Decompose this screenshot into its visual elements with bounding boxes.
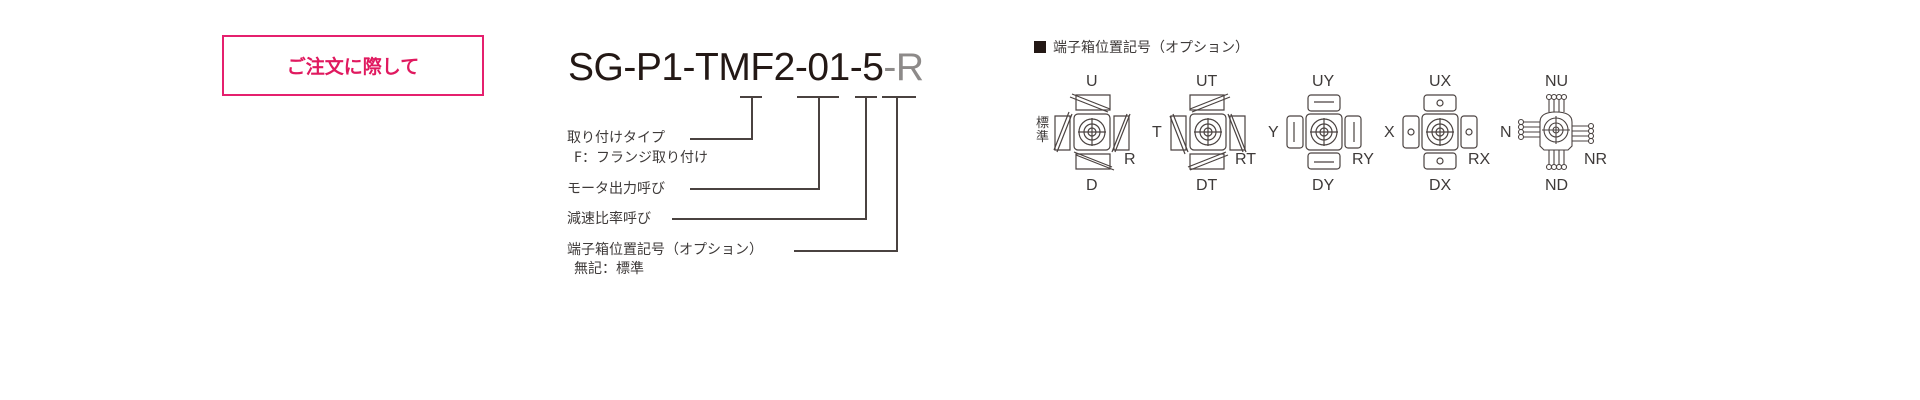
model-number: SG-P1-TMF2-01-5-R (568, 48, 924, 87)
legend-mount-type-note: F：フランジ取り付け (574, 150, 709, 166)
order-notes-button[interactable]: ご注文に際して (222, 35, 484, 96)
legend-mount-type: 取り付けタイプ (567, 130, 665, 146)
diagram-label-right: NR (1584, 151, 1608, 168)
bracket-terminal-box-top (882, 96, 916, 98)
model-number-main: SG-P1-TMF2-01-5 (568, 46, 884, 89)
diagram-label-top: NU (1545, 73, 1569, 90)
diagram-label-bottom: DY (1312, 177, 1335, 194)
gearbox-y-icon (1286, 94, 1362, 170)
legend-terminal-box: 端子箱位置記号（オプション） (567, 242, 763, 258)
diagram-label-top: UT (1196, 73, 1218, 90)
legend-reduction-ratio: 減速比率呼び (567, 211, 651, 227)
gearbox-standard-icon (1053, 93, 1131, 171)
diagram-label-bottom: ND (1545, 177, 1569, 194)
terminal-box-section-title: 端子箱位置記号（オプション） (1034, 37, 1249, 57)
gearbox-n-icon (1517, 93, 1595, 171)
diagram-label-bottom: DX (1429, 177, 1452, 194)
model-number-option-separator: - (883, 46, 896, 89)
diagram-label-right: RY (1352, 151, 1374, 168)
diagram-label-top: UY (1312, 73, 1335, 90)
gearbox-x-icon (1402, 94, 1478, 170)
order-notes-label: ご注文に際して (286, 56, 420, 78)
bracket-terminal-box-leader (794, 250, 898, 252)
bracket-terminal-box-vertical (896, 96, 898, 251)
bracket-mount-type-vertical (751, 96, 753, 139)
bracket-ratio-leader (672, 218, 867, 220)
legend-motor-output: モータ出力呼び (567, 181, 665, 197)
legend-terminal-box-note: 無記：標準 (574, 261, 644, 277)
bracket-ratio-vertical (865, 96, 867, 219)
diagram-label-right: R (1124, 151, 1136, 168)
diagram-label-bottom: D (1086, 177, 1098, 194)
standard-label: 標準 (1036, 116, 1050, 145)
model-number-option: R (895, 46, 924, 89)
diagram-label-top: U (1086, 73, 1098, 90)
bracket-mount-type-leader (690, 138, 753, 140)
terminal-box-title-text: 端子箱位置記号（オプション） (1053, 40, 1249, 56)
bracket-motor-output-leader (690, 188, 820, 190)
diagram-label-right: RT (1235, 151, 1257, 168)
gearbox-t-icon (1169, 93, 1247, 171)
diagram-label-left: X (1384, 124, 1395, 141)
diagram-label-left: N (1500, 124, 1512, 141)
diagram-label-top: UX (1429, 73, 1452, 90)
diagram-label-bottom: DT (1196, 177, 1218, 194)
diagram-label-right: RX (1468, 151, 1491, 168)
diagram-label-left: Y (1268, 124, 1279, 141)
diagram-label-left: T (1152, 124, 1162, 141)
square-bullet-icon (1034, 41, 1046, 53)
bracket-motor-output-vertical (818, 96, 820, 189)
